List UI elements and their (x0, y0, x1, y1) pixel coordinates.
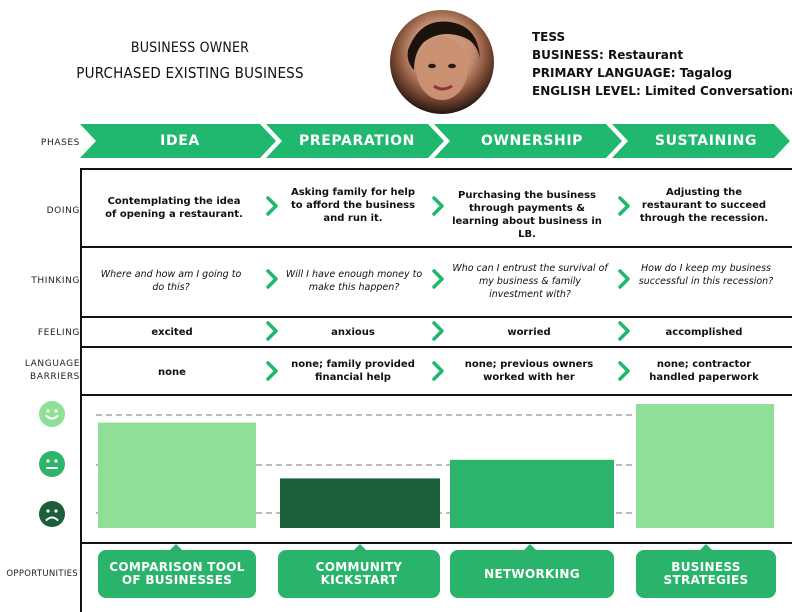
row-label-thinking: THINKING (31, 276, 80, 286)
phase-arrows (80, 124, 790, 158)
chevron-right-icon (618, 269, 630, 289)
persona-profile: TESS BUSINESS: Restaurant PRIMARY LANGUA… (532, 28, 792, 100)
gridline-happy (96, 414, 772, 416)
chevron-right-icon (432, 196, 444, 216)
phase-arrow-ownership (434, 124, 622, 158)
doing-ownership: Purchasing the business through payments… (452, 190, 602, 240)
divider (80, 394, 792, 396)
opportunity-pointer (700, 544, 712, 550)
divider (80, 542, 792, 544)
row-label-barriers: BARRIERS (30, 372, 80, 382)
opportunity-community-kickstart-button[interactable]: COMMUNITY KICKSTART (278, 550, 440, 598)
feeling-idea: excited (151, 327, 193, 338)
opportunity-comparison-tool-button[interactable]: COMPARISON TOOL OF BUSINESSES (98, 550, 256, 598)
divider (80, 246, 792, 248)
chevron-right-icon (266, 321, 278, 341)
doing-idea: Contemplating the idea of opening a rest… (105, 196, 243, 220)
phase-arrow-idea (80, 124, 276, 158)
happy-face-icon (39, 401, 65, 427)
opportunity-pointer (524, 544, 536, 550)
feeling-preparation: anxious (331, 327, 375, 338)
divider (80, 168, 792, 170)
chevron-right-icon (266, 269, 278, 289)
persona-name: TESS (532, 30, 566, 44)
chevron-right-icon (432, 361, 444, 381)
thinking-ownership: Who can I entrust the survival of my bus… (452, 263, 608, 300)
phase-sustaining-label: SUSTAINING (654, 133, 758, 149)
neutral-face-icon (39, 451, 65, 477)
doing-sustaining: Adjusting the restaurant to succeed thro… (639, 187, 769, 224)
chevron-right-icon (266, 361, 278, 381)
row-label-opportunities: OPPORTUNITIES (6, 569, 78, 579)
portrait-illustration (407, 21, 480, 100)
chevron-right-icon (618, 321, 630, 341)
persona-type-title: BUSINESS OWNER (130, 40, 250, 56)
emotion-bar-idea (98, 422, 256, 528)
persona-subtitle: PURCHASED EXISTING BUSINESS (76, 64, 304, 82)
thinking-sustaining: How do I keep my business successful in … (638, 263, 774, 287)
chevron-right-icon (266, 196, 278, 216)
opportunity-networking-button[interactable]: NETWORKING (450, 550, 614, 598)
emotion-bar-sustaining (636, 404, 774, 528)
row-label-language: LANGUAGE (24, 359, 80, 369)
thinking-preparation: Will I have enough money to make this ha… (285, 269, 423, 293)
phase-preparation-label: PREPARATION (299, 133, 415, 149)
barrier-preparation: none; family provided financial help (291, 359, 415, 383)
persona-english-level: ENGLISH LEVEL: Limited Conversational (532, 84, 792, 98)
emotion-bar-preparation (280, 478, 440, 528)
emotion-bar-ownership (450, 459, 614, 528)
chevron-right-icon (618, 361, 630, 381)
doing-preparation: Asking family for help to afford the bus… (290, 187, 416, 224)
feeling-sustaining: accomplished (665, 327, 743, 338)
divider (80, 316, 792, 318)
phase-arrow-preparation (266, 124, 444, 158)
phase-ownership-label: OWNERSHIP (480, 133, 584, 149)
phase-idea-label: IDEA (160, 133, 200, 149)
opportunity-business-strategies-button[interactable]: BUSINESS STRATEGIES (636, 550, 776, 598)
barrier-idea: none (158, 367, 186, 378)
avatar (390, 10, 494, 114)
persona-business: BUSINESS: Restaurant (532, 48, 684, 62)
chevron-right-icon (432, 321, 444, 341)
phase-arrow-sustaining (612, 124, 790, 158)
opportunity-pointer (354, 544, 366, 550)
gridline-neutral (96, 464, 772, 466)
row-label-feeling: FEELING (37, 328, 80, 338)
emotion-bar-chart (98, 404, 774, 528)
opportunity-pointer (170, 544, 182, 550)
barrier-sustaining: none; contractor handled paperwork (649, 359, 759, 383)
persona-language: PRIMARY LANGUAGE: Tagalog (532, 66, 733, 80)
divider (80, 346, 792, 348)
row-label-doing: DOING (46, 206, 80, 216)
barrier-ownership: none; previous owners worked with her (464, 359, 594, 383)
row-label-phases: PHASES (40, 138, 80, 148)
left-rule (80, 168, 82, 612)
feeling-ownership: worried (507, 327, 551, 338)
chevron-right-icon (618, 196, 630, 216)
sad-face-icon (39, 501, 65, 527)
thinking-idea: Where and how am I going to do this? (100, 269, 242, 293)
chevron-right-icon (432, 269, 444, 289)
